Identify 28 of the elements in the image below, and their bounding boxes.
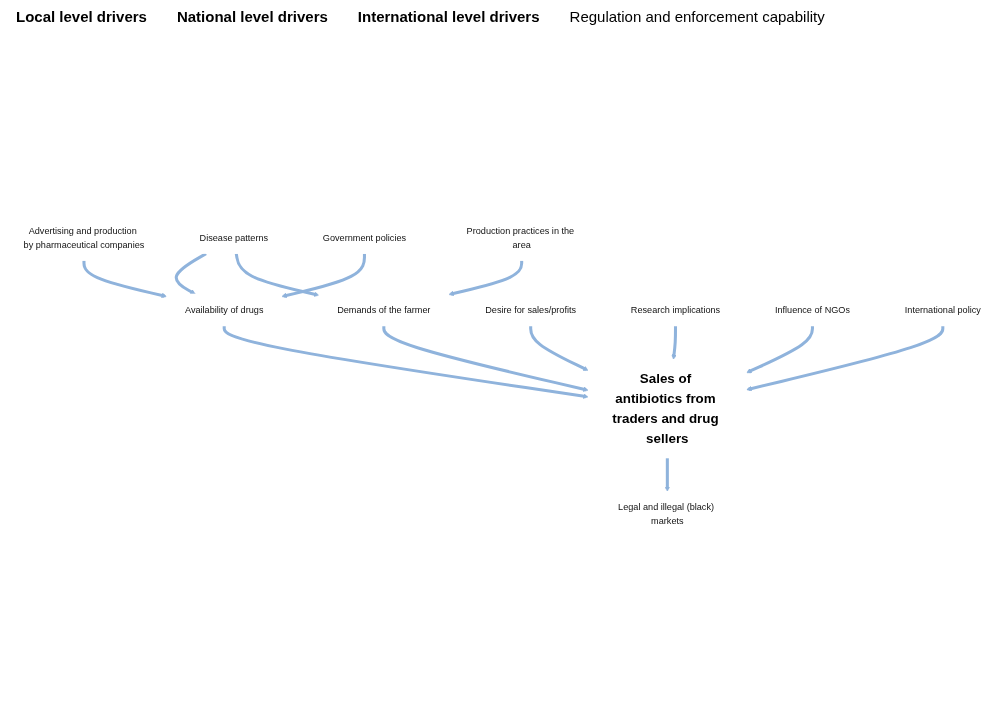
arrow: [746, 325, 945, 392]
node-text: Production practices in the area: [466, 225, 575, 250]
arrow: [382, 325, 589, 392]
arrow: [448, 260, 524, 297]
node-text: Government policies: [322, 232, 407, 243]
node-text: Influence of NGOs: [774, 304, 850, 315]
arrow: [174, 252, 207, 295]
section-heading: National level drivers: [176, 8, 328, 25]
node-text: International policy: [904, 304, 981, 315]
arrow: [746, 325, 814, 374]
section-heading: Local level drivers: [16, 8, 147, 25]
node-text: Demands of the farmer: [337, 304, 431, 315]
arrow: [664, 458, 670, 492]
node-text: Advertising and production by pharmaceutical companies: [23, 225, 145, 250]
arrow: [234, 253, 320, 297]
node-text: Sales of antibiotics from traders and drug sellers: [612, 370, 719, 447]
arrow: [222, 325, 589, 399]
arrow: [671, 325, 677, 360]
node-text: Desire for sales/profits: [485, 304, 577, 315]
arrow: [529, 325, 589, 371]
note-text: Regulation and enforcement capability: [569, 8, 825, 25]
arrow: [281, 253, 366, 299]
node-text: Research implications: [630, 304, 721, 315]
node-text: Disease patterns: [199, 232, 269, 243]
node-text: Availability of drugs: [184, 304, 264, 315]
node-text: Legal and illegal (black) markets: [618, 501, 715, 526]
arrow: [82, 260, 167, 299]
section-heading: International level drivers: [357, 8, 540, 25]
